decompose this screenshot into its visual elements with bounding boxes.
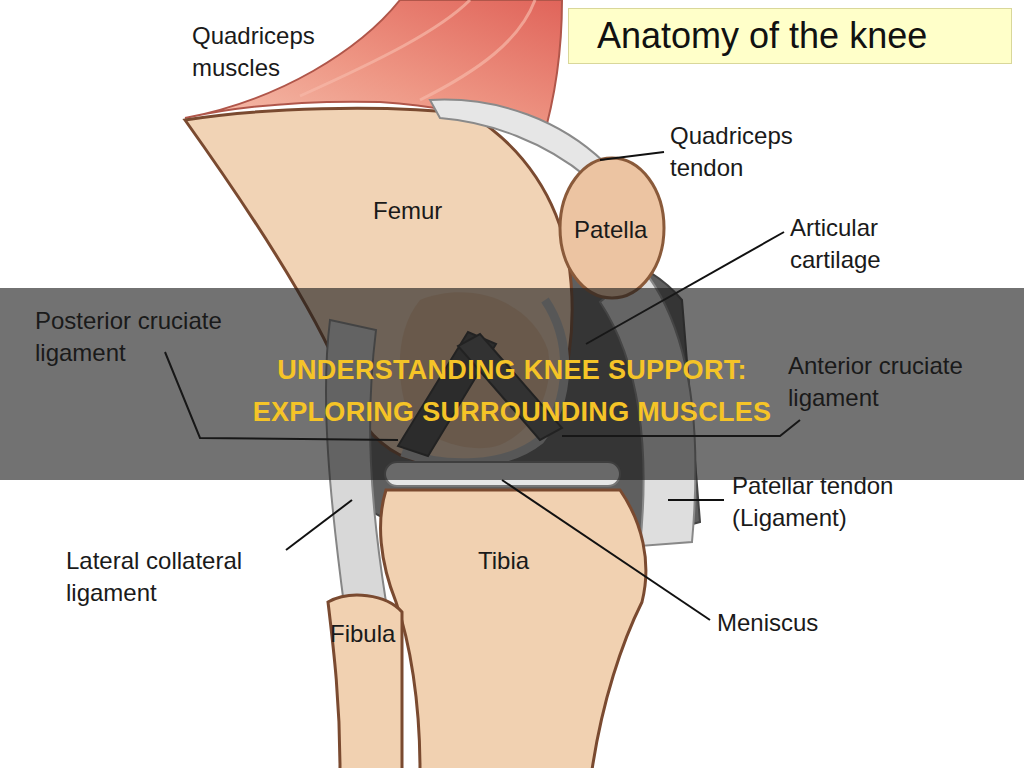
part-label: Articular cartilage <box>790 212 940 276</box>
part-label: Quadriceps muscles <box>192 20 342 84</box>
part-label: Patella <box>574 214 664 246</box>
band-subheading: EXPLORING SURROUNDING MUSCLES <box>253 396 772 428</box>
label-holder: Femur <box>373 195 493 227</box>
muscle-fibre <box>300 0 470 96</box>
part-label: Lateral collateral ligament <box>66 545 286 609</box>
label-holder: Meniscus <box>717 607 867 639</box>
part-label: Meniscus <box>717 607 867 639</box>
label-holder: Tibia <box>478 545 598 577</box>
quadriceps-tendon <box>430 100 604 178</box>
part-label: Patellar tendon (Ligament) <box>732 470 932 534</box>
part-label: Fibula <box>330 618 420 650</box>
label-holder: Quadriceps muscles <box>192 20 342 84</box>
patella-bone <box>560 158 664 298</box>
title-box: Anatomy of the knee <box>568 8 1012 64</box>
label-holder: Anterior cruciate ligament <box>788 350 1018 414</box>
leader-line <box>286 500 352 550</box>
diagram-title: Anatomy of the knee <box>597 15 927 57</box>
label-holder: Lateral collateral ligament <box>66 545 286 609</box>
part-label: Quadriceps tendon <box>670 120 820 184</box>
leader-line <box>502 480 710 620</box>
label-holder: Posterior cruciate ligament <box>35 305 265 369</box>
label-holder: Fibula <box>330 618 420 650</box>
label-holder: Patellar tendon (Ligament) <box>732 470 932 534</box>
label-holder: Patella <box>574 214 664 246</box>
label-holder: Articular cartilage <box>790 212 940 276</box>
part-label: Femur <box>373 195 493 227</box>
part-label: Anterior cruciate ligament <box>788 350 1018 414</box>
part-label: Tibia <box>478 545 598 577</box>
tibia-bone <box>381 490 646 768</box>
band-heading: UNDERSTANDING KNEE SUPPORT: <box>277 354 747 386</box>
muscle-fibre <box>420 0 535 100</box>
leader-line <box>600 152 664 160</box>
leader-line <box>668 499 724 501</box>
label-holder: Quadriceps tendon <box>670 120 820 184</box>
part-label: Posterior cruciate ligament <box>35 305 265 369</box>
